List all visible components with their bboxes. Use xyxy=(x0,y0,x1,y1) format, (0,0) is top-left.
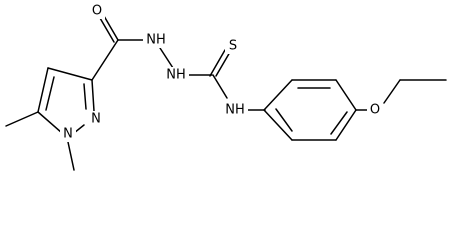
carbonyl-oxygen-label: O xyxy=(92,4,102,19)
structure-diagram: O NH NH S NH N N O xyxy=(5,3,447,171)
bond-carbonyl-pyrazole xyxy=(91,39,119,81)
atom-pyrazole-n-methyl: N xyxy=(60,126,76,142)
bond-pyrazole-c5-n1 xyxy=(37,111,63,134)
bond-phenyl-1 xyxy=(263,79,293,111)
bond-phenyl-4 xyxy=(335,109,357,141)
bond-carbonyl-co-1 xyxy=(99,17,115,43)
thione-sulfur-label: S xyxy=(229,39,237,54)
atom-hydrazine-nh-1: NH xyxy=(143,32,169,48)
bond-ether-ch2 xyxy=(383,79,401,104)
ether-oxygen-label: O xyxy=(370,103,380,118)
bond-pyrazole-n2-c3-inner xyxy=(83,83,87,110)
atom-ether-oxygen: O xyxy=(367,102,383,118)
bond-c5-methyl xyxy=(5,111,39,127)
bond-cs-1 xyxy=(209,49,226,77)
bond-phenyl-6 xyxy=(263,109,293,141)
hydrazine-nh-2-label: NH xyxy=(166,68,186,83)
molecule-canvas: O NH NH S NH N N O xyxy=(5,3,447,171)
bond-cs-2 xyxy=(215,51,231,77)
bond-thiocarbon-nh xyxy=(212,74,228,99)
bond-carbonyl-co-2 xyxy=(103,15,119,41)
bond-pyrazole-n2-c3 xyxy=(91,79,95,112)
bond-nh-nh xyxy=(159,47,174,69)
bond-n1-methyl xyxy=(67,141,75,171)
bond-pyrazole-c3-c4 xyxy=(47,67,93,81)
atom-carbonyl-oxygen: O xyxy=(89,3,105,19)
bond-phenyl-inner-2 xyxy=(330,111,348,135)
hydrazine-nh-1-label: NH xyxy=(146,33,166,48)
bond-phenyl-3 xyxy=(335,79,357,111)
atom-hydrazine-nh-2: NH xyxy=(163,67,189,83)
pyrazole-n-methyl-label: N xyxy=(63,127,73,142)
atom-pyrazole-n-double: N xyxy=(88,111,104,127)
bond-phenyl-inner-3 xyxy=(275,108,293,132)
atom-amide-nh: NH xyxy=(222,102,248,118)
bond-pyrazole-c4-c5-inner xyxy=(45,76,55,111)
amide-nh-label: NH xyxy=(225,103,245,118)
pyrazole-n-double-label: N xyxy=(91,112,101,127)
bond-pyrazole-c4-c5 xyxy=(37,67,49,113)
atom-thione-sulfur: S xyxy=(225,38,241,54)
